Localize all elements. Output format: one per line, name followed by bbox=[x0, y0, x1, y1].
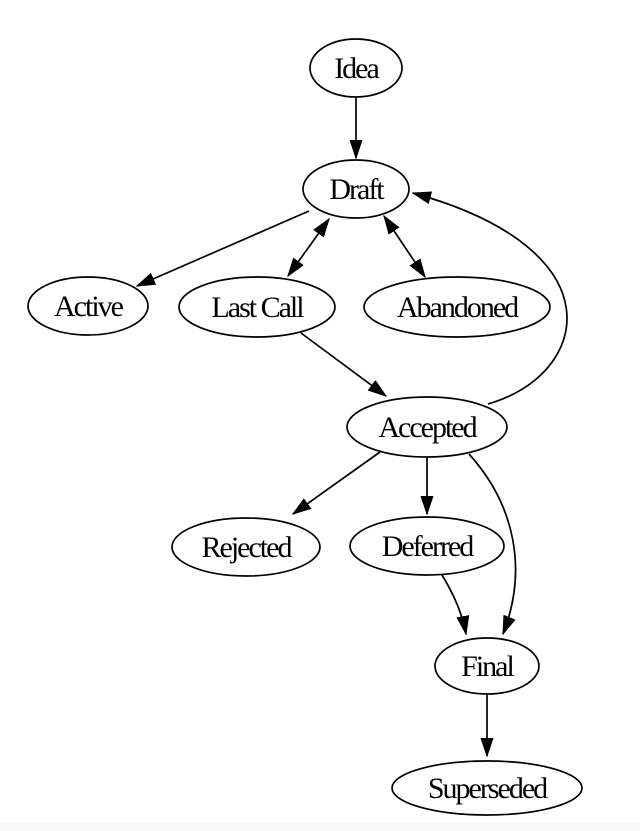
final-ellipse bbox=[434, 637, 540, 695]
node-abandoned: Abandoned bbox=[363, 276, 551, 338]
accepted-label: Accepted bbox=[378, 411, 477, 444]
draft-ellipse bbox=[302, 159, 410, 219]
rejected-label: Rejected bbox=[202, 531, 293, 564]
edge-group bbox=[137, 97, 568, 756]
edge-accepted-final bbox=[468, 453, 517, 634]
active-ellipse bbox=[27, 276, 149, 336]
abandoned-ellipse bbox=[363, 276, 551, 338]
last-call-label: Last Call bbox=[211, 291, 304, 324]
superseded-label: Superseded bbox=[428, 772, 548, 805]
rejected-ellipse bbox=[171, 517, 321, 577]
edge-accepted-draft-backedge bbox=[413, 193, 568, 405]
edge-deferred-final bbox=[441, 574, 466, 634]
edge-draft-lastcall-bidirectional bbox=[288, 219, 329, 276]
page-bottom-strip bbox=[0, 823, 640, 831]
superseded-ellipse bbox=[391, 760, 583, 816]
node-final: Final bbox=[434, 637, 540, 695]
idea-label: Idea bbox=[334, 52, 379, 85]
edge-draft-active bbox=[137, 210, 310, 287]
draft-label: Draft bbox=[329, 173, 385, 206]
node-superseded: Superseded bbox=[391, 760, 583, 816]
active-label: Active bbox=[54, 290, 124, 323]
node-active: Active bbox=[27, 276, 149, 336]
edge-lastcall-accepted bbox=[300, 332, 386, 396]
node-accepted: Accepted bbox=[346, 396, 508, 458]
node-draft: Draft bbox=[302, 159, 410, 219]
edge-draft-abandoned-bidirectional bbox=[384, 216, 425, 277]
accepted-ellipse bbox=[346, 396, 508, 458]
idea-ellipse bbox=[309, 38, 403, 98]
edge-accepted-rejected bbox=[293, 451, 381, 514]
abandoned-label: Abandoned bbox=[397, 291, 519, 324]
node-deferred: Deferred bbox=[349, 516, 505, 576]
node-last-call: Last Call bbox=[178, 276, 336, 338]
deferred-label: Deferred bbox=[382, 530, 475, 563]
node-idea: Idea bbox=[309, 38, 403, 98]
final-label: Final bbox=[461, 650, 514, 683]
node-rejected: Rejected bbox=[171, 517, 321, 577]
last-call-ellipse bbox=[178, 276, 336, 338]
deferred-ellipse bbox=[349, 516, 505, 576]
